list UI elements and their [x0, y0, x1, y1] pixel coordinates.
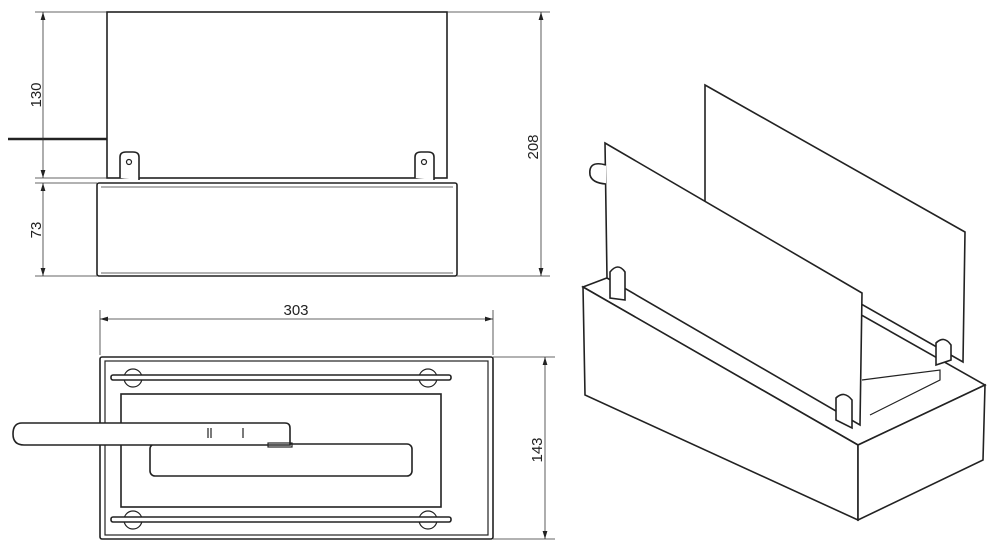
panel-bracket-left: [119, 151, 140, 180]
lighter-handle: [12, 422, 291, 446]
panel-top-edge-back: [110, 374, 452, 381]
screw-icon: [125, 158, 133, 166]
front-panel: [604, 141, 863, 427]
bracket-icon: [935, 338, 952, 367]
isometric-view: [581, 83, 987, 522]
dimension-panel-height: 130: [28, 82, 45, 107]
back-panel: [704, 83, 966, 364]
bracket-icon: [609, 266, 626, 301]
dimension-depth: 143: [529, 437, 546, 462]
dimension-width: 303: [283, 302, 308, 319]
panel-bracket-right: [414, 151, 435, 180]
front-elevation-view: 130 73 208: [8, 11, 550, 277]
panel-top-edge-front: [110, 516, 452, 523]
base-side-face: [857, 383, 986, 522]
bracket-icon: [835, 393, 853, 430]
front-panel: [106, 11, 448, 179]
screw-icon: [420, 158, 428, 166]
lighter-handle: [589, 162, 607, 185]
burner-tray: [861, 369, 941, 416]
burner-slot: [149, 443, 413, 477]
dimension-base-height: 73: [28, 222, 45, 239]
top-plan-view: 303 143: [12, 302, 555, 540]
dimension-total-height: 208: [525, 134, 542, 159]
base-box: [96, 182, 458, 277]
